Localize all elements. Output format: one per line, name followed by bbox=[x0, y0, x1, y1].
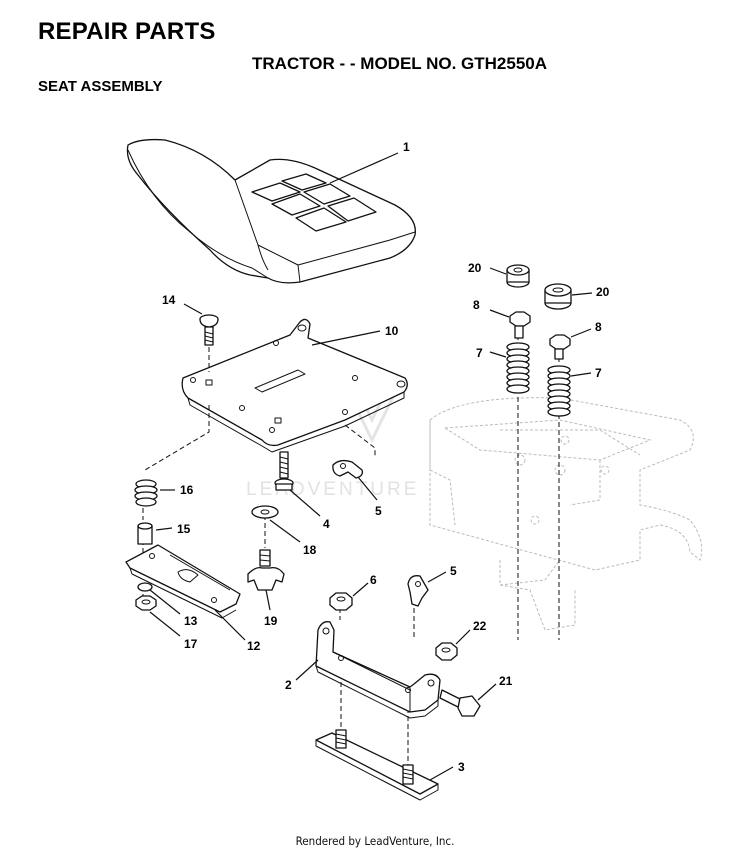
callout-1: 1 bbox=[403, 140, 410, 154]
callout-19: 19 bbox=[264, 614, 278, 628]
part-8-bolt-right bbox=[549, 334, 571, 360]
callout-12: 12 bbox=[247, 639, 261, 653]
callout-14: 14 bbox=[162, 293, 176, 307]
part-13-washer bbox=[137, 582, 153, 592]
part-15-spacer bbox=[137, 522, 153, 545]
part-20-bushing-left bbox=[506, 264, 530, 288]
part-21-bolt bbox=[439, 689, 481, 717]
callout-21: 21 bbox=[499, 674, 513, 688]
callout-7-left: 7 bbox=[476, 346, 483, 360]
part-18-washer bbox=[251, 505, 279, 519]
part-3-base-plate bbox=[315, 729, 439, 801]
callout-17: 17 bbox=[184, 637, 198, 651]
part-2-bracket bbox=[315, 621, 441, 719]
callout-10: 10 bbox=[385, 324, 399, 338]
callout-15: 15 bbox=[177, 522, 191, 536]
part-8-bolt-left bbox=[509, 311, 531, 339]
tractor-frame-outline bbox=[429, 397, 703, 631]
callout-8-right: 8 bbox=[595, 320, 602, 334]
footer-credit: Rendered by LeadVenture, Inc. bbox=[295, 834, 455, 848]
part-20-bushing-right bbox=[544, 283, 572, 310]
callout-7-right: 7 bbox=[595, 366, 602, 380]
part-1-seat bbox=[126, 138, 416, 284]
part-22-nut bbox=[435, 642, 458, 661]
callout-22: 22 bbox=[473, 619, 487, 633]
callout-4: 4 bbox=[323, 517, 330, 531]
part-4-stud bbox=[274, 451, 294, 491]
part-7-spring-left bbox=[506, 342, 530, 394]
callout-2: 2 bbox=[285, 678, 292, 692]
callout-5-upper: 5 bbox=[375, 504, 382, 518]
callout-13: 13 bbox=[184, 614, 198, 628]
part-14-bolt bbox=[199, 314, 219, 346]
part-12-slide-plate bbox=[125, 544, 241, 619]
model-subtitle: TRACTOR - - MODEL NO. GTH2550A bbox=[252, 54, 548, 73]
callout-16: 16 bbox=[180, 483, 194, 497]
callout-6: 6 bbox=[370, 573, 377, 587]
callout-8-left: 8 bbox=[473, 298, 480, 312]
part-17-nut bbox=[135, 595, 157, 611]
part-19-knob bbox=[247, 549, 285, 591]
part-10-seat-plate bbox=[181, 318, 408, 453]
callout-20-left: 20 bbox=[468, 261, 482, 275]
part-16-spring bbox=[134, 479, 158, 507]
part-5-clip-upper bbox=[332, 459, 364, 479]
watermark-text: LEADVENTURE bbox=[246, 479, 419, 500]
callout-20-right: 20 bbox=[596, 285, 610, 299]
callout-18: 18 bbox=[303, 543, 317, 557]
part-6-nut bbox=[329, 592, 353, 611]
page-title: REPAIR PARTS bbox=[38, 18, 216, 45]
callout-3: 3 bbox=[458, 760, 465, 774]
callout-5-lower: 5 bbox=[450, 564, 457, 578]
part-7-spring-right bbox=[547, 365, 571, 417]
part-5-clip-lower bbox=[407, 575, 429, 607]
section-title: SEAT ASSEMBLY bbox=[38, 78, 163, 95]
